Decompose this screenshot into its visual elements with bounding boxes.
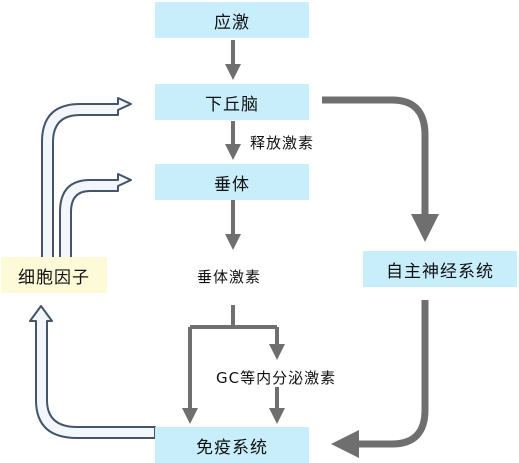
node-hypothalamus: 下丘脑 [155,84,309,120]
node-stress: 应激 [155,2,309,38]
arrow-cytokines-pituitary [59,173,132,264]
node-pituitary-label: 垂体 [214,174,250,195]
branch-connector [190,305,277,329]
label-releasing-hormone: 释放激素 [250,134,315,152]
node-stress-label: 应激 [214,12,250,33]
arrow-cytokines-hypothalamus [41,97,132,264]
node-pituitary: 垂体 [155,164,309,200]
node-immune-label: 免疫系统 [196,437,268,458]
label-pituitary-hormone: 垂体激素 [197,268,262,286]
node-autonomic-label: 自主神经系统 [386,261,494,282]
node-immune-system: 免疫系统 [155,427,309,463]
label-endocrine-hormones: GC等内分泌激素 [216,369,337,387]
arrow-immune-cytokines [29,305,156,439]
arrow-hypothalamus-autonomic [322,96,439,242]
node-hypothalamus-label: 下丘脑 [205,94,259,115]
node-cytokines-label: 细胞因子 [18,267,90,288]
node-cytokines: 细胞因子 [1,257,107,293]
node-autonomic-nervous-system: 自主神经系统 [363,251,517,287]
arrow-autonomic-immune [331,300,429,458]
